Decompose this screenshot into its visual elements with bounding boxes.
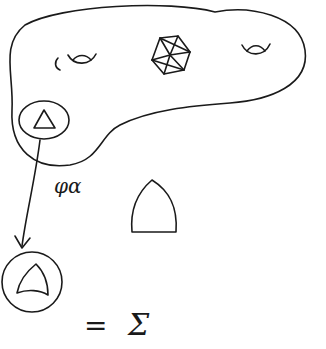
arrow-head	[15, 236, 30, 248]
equals-sign: =	[84, 312, 107, 340]
surface-outline	[10, 6, 306, 166]
surface-hole	[56, 58, 60, 70]
surface-hole	[247, 46, 265, 51]
map-arrow	[22, 140, 40, 246]
curved-triangle	[17, 264, 48, 295]
chart-disc	[19, 101, 69, 139]
surface-hole	[242, 44, 270, 54]
triangulated-patch	[152, 36, 190, 74]
map-label: φα	[54, 176, 82, 196]
surface-hole	[73, 56, 91, 61]
curved-triangle	[132, 180, 177, 232]
surface-hole	[68, 54, 96, 63]
sum-symbol: Σ	[128, 310, 149, 340]
triangle	[34, 110, 55, 128]
chart-disc	[2, 252, 62, 312]
